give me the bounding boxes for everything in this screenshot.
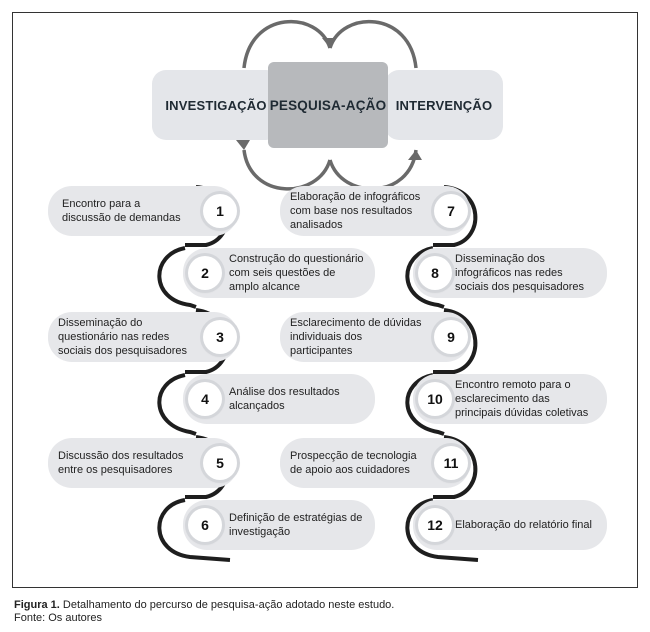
step-11-number: 11	[434, 446, 468, 480]
step-7-text: Elaboração de infográficos com base nos …	[290, 191, 421, 231]
intervention-box: INTERVENÇÃO	[385, 70, 503, 140]
step-6-text: Definição de estratégias de investigação	[229, 512, 363, 538]
step-2-text: Construção do questionário com seis ques…	[229, 253, 364, 293]
step-10-number: 10	[418, 382, 452, 416]
step-5-number: 5	[203, 446, 237, 480]
step-9-number: 9	[434, 320, 468, 354]
step-2-number: 2	[188, 256, 222, 290]
step-1: Encontro para a discussão de demandas	[48, 186, 238, 236]
caption-line: Figura 1. Detalhamento do percurso de pe…	[14, 599, 394, 612]
step-5-text: Discussão dos resultados entre os pesqui…	[58, 450, 184, 476]
step-12-text: Elaboração do relatório final	[455, 519, 592, 531]
step-12-number: 12	[418, 508, 452, 542]
intervention-label: INTERVENÇÃO	[395, 97, 493, 113]
step-4-text: Análise dos resultados alcançados	[229, 386, 340, 412]
step-4-number: 4	[188, 382, 222, 416]
step-7-number: 7	[434, 194, 468, 228]
caption-text: Detalhamento do percurso de pesquisa-açã…	[62, 599, 395, 611]
step-3-number: 3	[203, 320, 237, 354]
figure-caption: Figura 1. Detalhamento do percurso de pe…	[14, 599, 394, 625]
caption-label: Figura 1.	[14, 599, 60, 611]
investigation-box: INVESTIGAÇÃO	[152, 70, 280, 140]
step-7: Elaboração de infográficos com base nos …	[280, 186, 470, 236]
step-8-number: 8	[418, 256, 452, 290]
step-10: Encontro remoto para o esclarecimento da…	[413, 374, 607, 424]
step-1-text: Encontro para a discussão de demandas	[62, 198, 181, 224]
caption-source: Fonte: Os autores	[14, 612, 103, 624]
step-6-number: 6	[188, 508, 222, 542]
step-10-text: Encontro remoto para o esclarecimento da…	[455, 379, 589, 419]
step-11-text: Prospecção de tecnologia de apoio aos cu…	[290, 450, 417, 476]
investigation-label: INVESTIGAÇÃO	[165, 97, 267, 113]
action-research-box: PESQUISA-AÇÃO	[268, 62, 388, 148]
step-8-text: Disseminação dos infográficos nas redes …	[455, 253, 585, 293]
action-research-label: PESQUISA-AÇÃO	[269, 97, 387, 113]
step-9-text: Esclarecimento de dúvidas individuais do…	[290, 317, 422, 357]
step-3-text: Disseminação do questionário nas redes s…	[58, 317, 188, 357]
step-1-number: 1	[203, 194, 237, 228]
